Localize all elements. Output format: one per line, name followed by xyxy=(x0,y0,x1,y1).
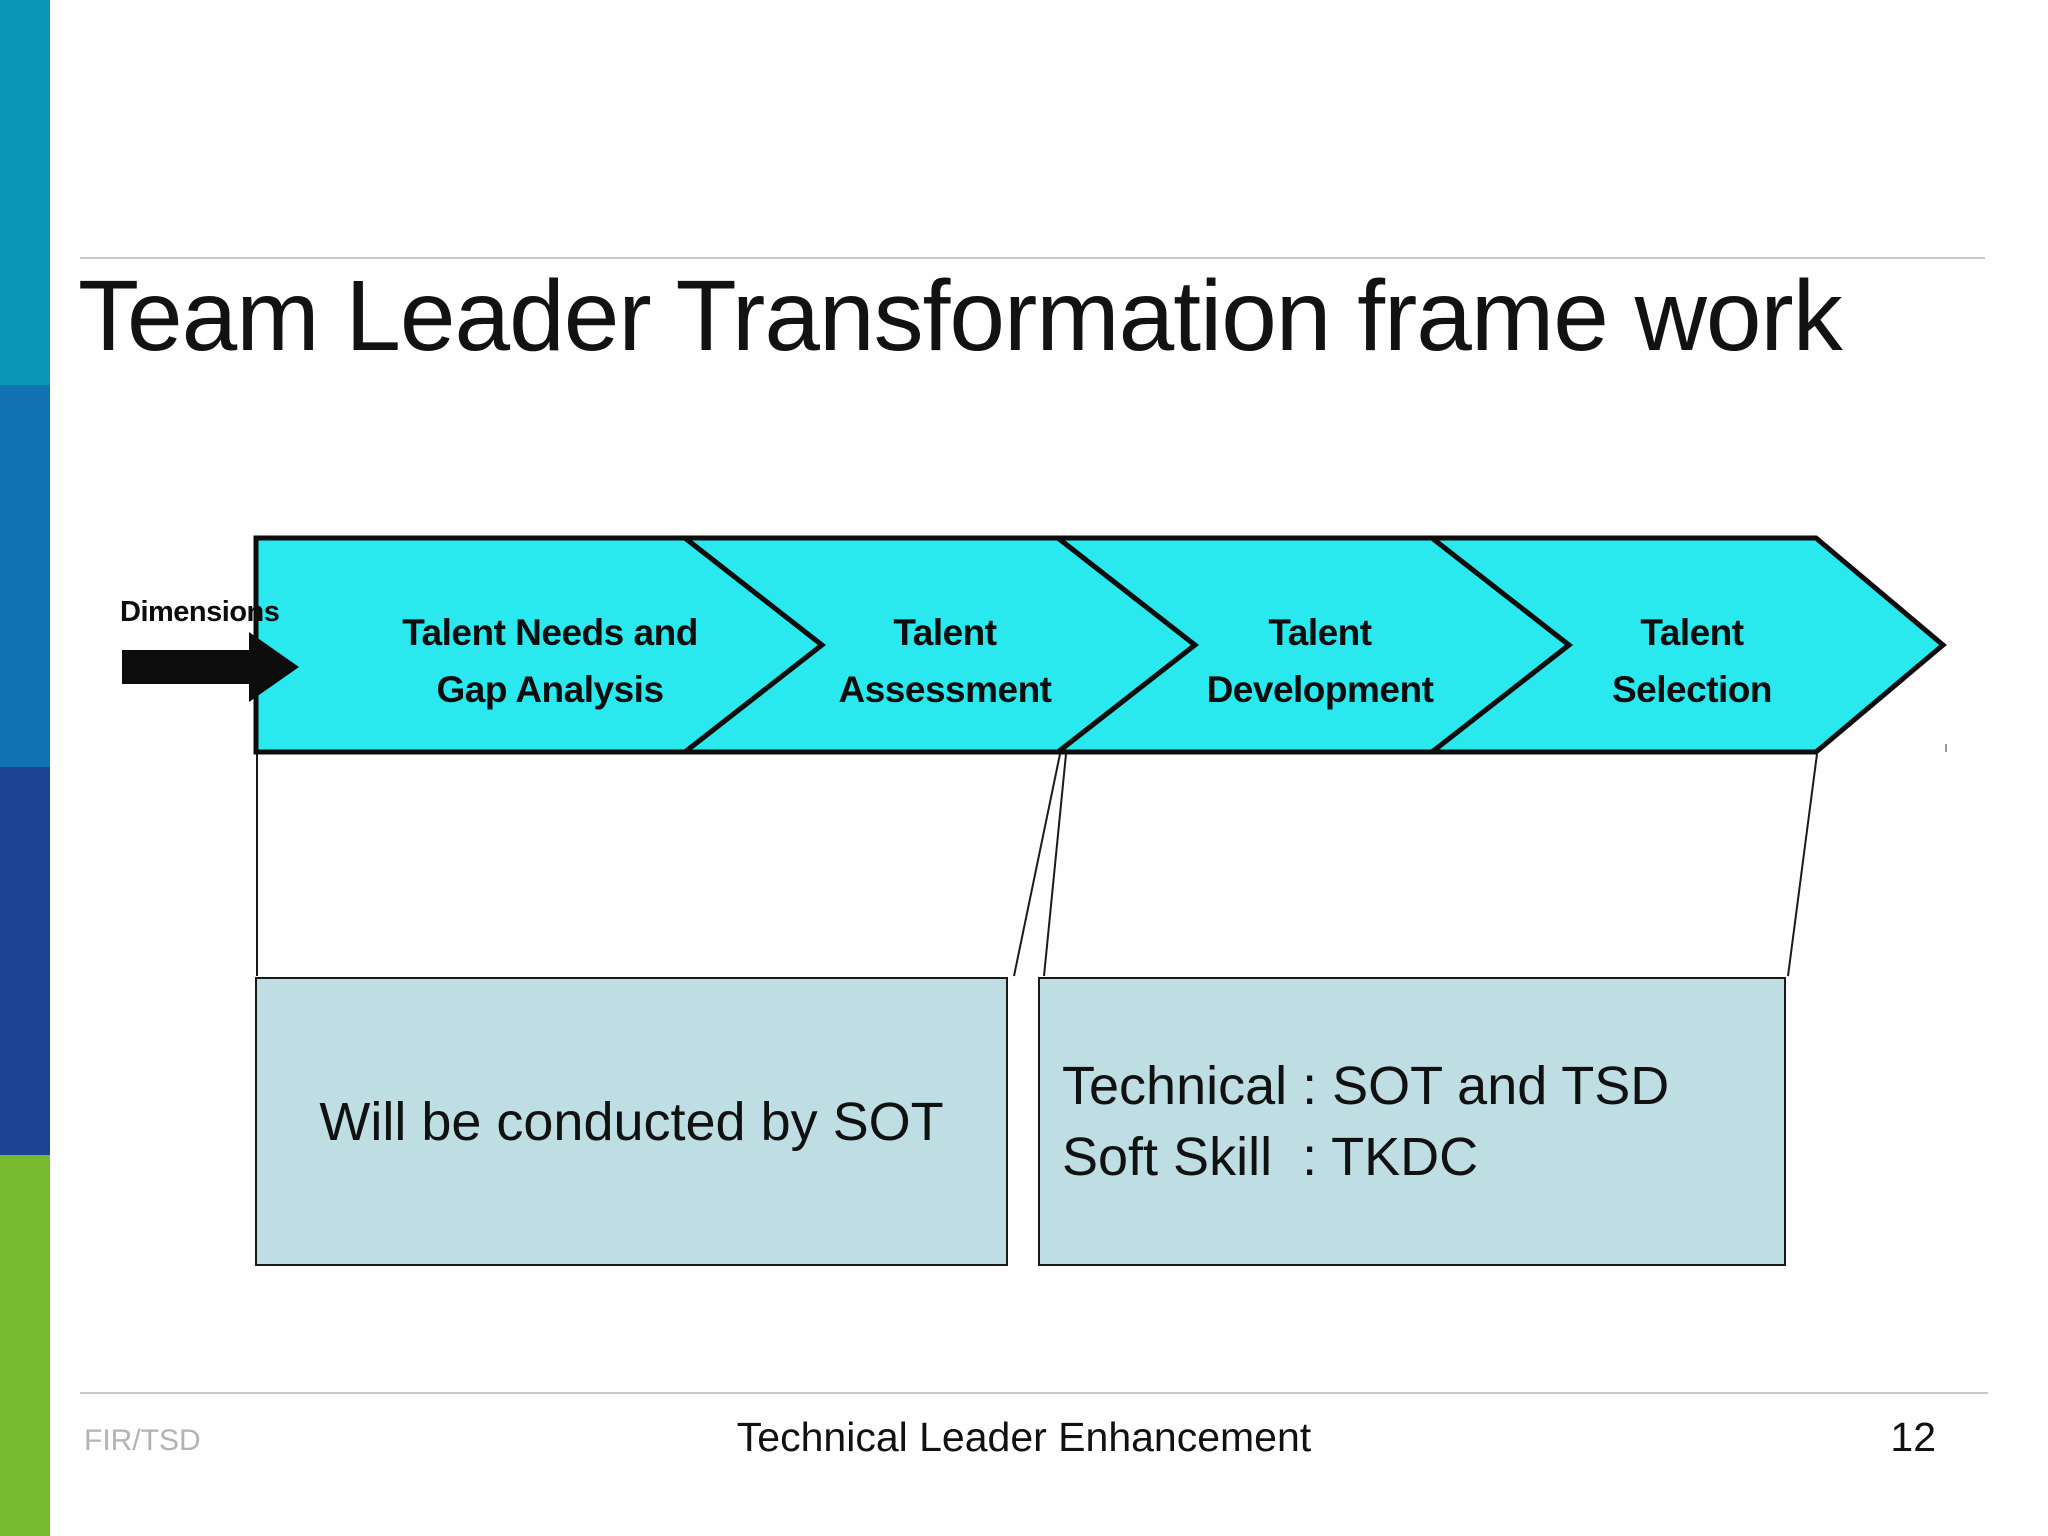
chevron-label-2-line1: Talent xyxy=(893,612,997,653)
slide-title: Team Leader Transformation frame work xyxy=(78,260,1843,372)
chevron-label-1: Talent Needs and Gap Analysis xyxy=(350,604,750,718)
connector-middle-right xyxy=(1043,753,1067,977)
sidebar-segment-green xyxy=(0,1155,50,1536)
chevron-label-1-line2: Gap Analysis xyxy=(436,669,664,710)
chevron-label-2: Talent Assessment xyxy=(745,604,1145,718)
sidebar-segment-darkblue xyxy=(0,767,50,1155)
footer-org-label: FIR/TSD xyxy=(84,1424,201,1457)
footer-title: Technical Leader Enhancement xyxy=(736,1414,1312,1460)
chevron-label-1-line1: Talent Needs and xyxy=(402,612,698,653)
sidebar-segment-blue xyxy=(0,385,50,767)
sidebar-segment-teal xyxy=(0,0,50,385)
right-callout-line2: Soft Skill : TKDC xyxy=(1062,1126,1479,1187)
chevron-label-3-line1: Talent xyxy=(1268,612,1372,653)
sidebar-accent-bar xyxy=(0,0,50,1536)
chevron-label-2-line2: Assessment xyxy=(838,669,1052,710)
chevron-label-4-line2: Selection xyxy=(1612,669,1773,710)
chevron-label-3-line2: Development xyxy=(1206,669,1434,710)
footer-divider xyxy=(80,1392,1988,1394)
chevron-label-4-line1: Talent xyxy=(1640,612,1744,653)
chevron-label-3: Talent Development xyxy=(1120,604,1520,718)
connector-middle-left xyxy=(1013,753,1061,977)
right-callout-box: Technical : SOT and TSD Soft Skill : TKD… xyxy=(1038,977,1786,1266)
page-number: 12 xyxy=(1890,1414,1936,1460)
connector-right xyxy=(1787,753,1818,977)
chevron-label-4: Talent Selection xyxy=(1492,604,1892,718)
left-callout-box: Will be conducted by SOT xyxy=(255,977,1008,1266)
chevron-shape-4 xyxy=(1424,535,1947,755)
right-callout-line1: Technical : SOT and TSD xyxy=(1062,1055,1670,1116)
dimensions-label: Dimensions xyxy=(120,596,280,628)
dimensions-arrow-icon xyxy=(122,632,299,702)
title-divider xyxy=(80,257,1985,259)
left-callout-text: Will be conducted by SOT xyxy=(319,1091,944,1152)
